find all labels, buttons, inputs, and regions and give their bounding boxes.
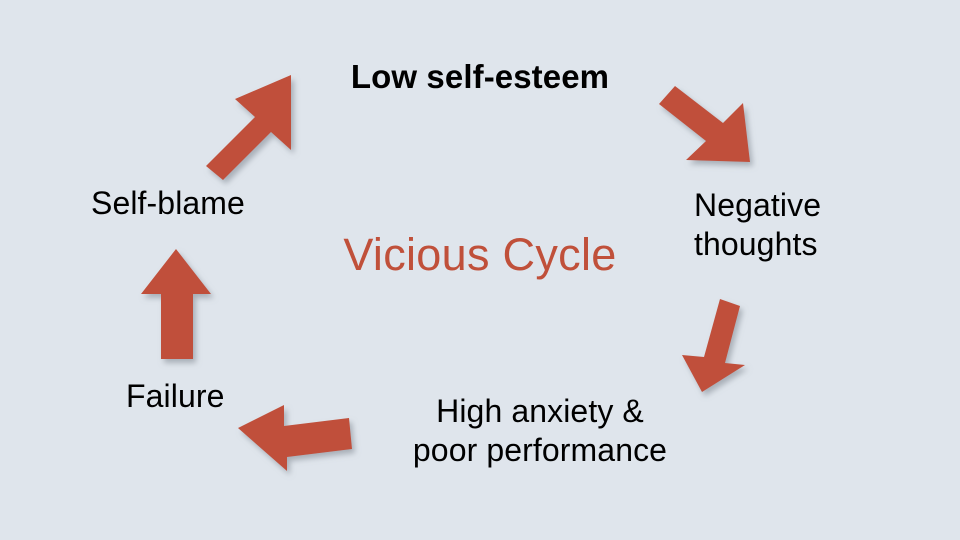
node-label-negative-thoughts: Negative thoughts	[694, 187, 822, 263]
diagram-center-title: Vicious Cycle	[343, 229, 617, 280]
node-label-self-blame: Self-blame	[91, 185, 245, 221]
node-label-low-self-esteem: Low self-esteem	[350, 58, 610, 95]
arrow-failure-to-self-blame	[138, 247, 218, 361]
arrow-high-anxiety-to-failure	[236, 404, 354, 472]
arrow-negative-thoughts-to-high-anxiety	[679, 297, 751, 395]
node-label-failure: Failure	[126, 378, 225, 414]
arrow-low-self-esteem-to-negative-thoughts	[657, 84, 765, 174]
arrow-self-blame-to-low-self-esteem	[196, 74, 316, 180]
node-label-high-anxiety-poor-performance: High anxiety & poor performance	[412, 393, 668, 469]
